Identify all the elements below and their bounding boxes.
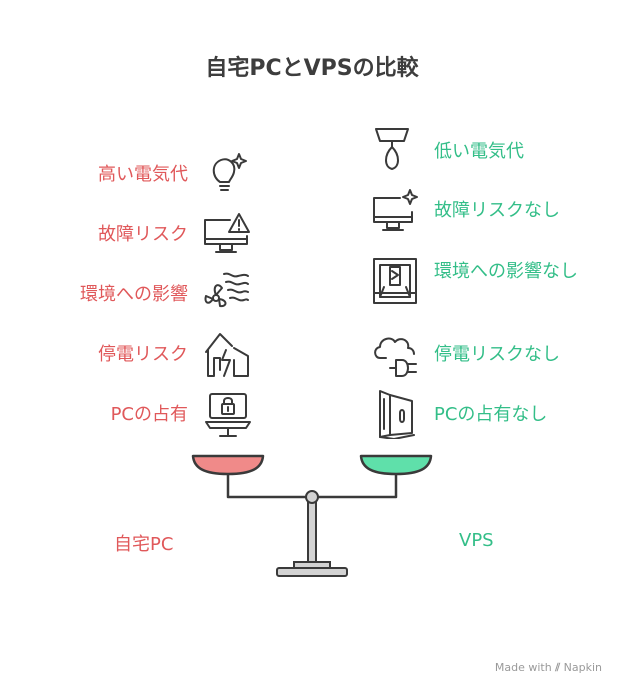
monitor-sparkle-icon <box>372 188 420 236</box>
right-item-label-5: PCの占有なし <box>434 404 548 425</box>
right-item-label-2: 故障リスクなし <box>434 200 560 221</box>
page-title: 自宅PCとVPSの比較 <box>205 56 419 81</box>
house-lightning-icon <box>204 330 252 378</box>
brand-text: Made with <box>494 661 552 674</box>
left-item-label-3: 環境への影響 <box>80 284 188 305</box>
left-item-label-1: 高い電気代 <box>98 164 188 185</box>
left-item-label-2: 故障リスク <box>98 224 188 245</box>
cloud-plug-icon <box>372 330 422 378</box>
laptop-lock-icon <box>204 392 252 438</box>
right-item-label-4: 停電リスクなし <box>434 344 560 365</box>
brand-footer: Made with ⫽ Napkin <box>495 661 602 675</box>
left-side-label: 自宅PC <box>114 534 174 555</box>
monitor-warning-icon <box>203 212 251 258</box>
napkin-logo-icon: ⫽ <box>555 661 561 674</box>
lightbulb-sparkle-icon <box>204 152 250 198</box>
left-item-label-4: 停電リスク <box>98 344 188 365</box>
right-item-label-3: 環境への影響なし <box>434 261 578 282</box>
lamp-drop-icon <box>372 127 412 175</box>
framed-device-icon <box>372 257 418 305</box>
right-item-label-1: 低い電気代 <box>434 141 524 162</box>
brand-name: Napkin <box>563 661 602 674</box>
left-item-label-5: PCの占有 <box>110 404 188 425</box>
fan-wind-icon <box>202 270 252 312</box>
server-tower-icon <box>376 389 418 439</box>
right-side-label: VPS <box>459 530 494 551</box>
